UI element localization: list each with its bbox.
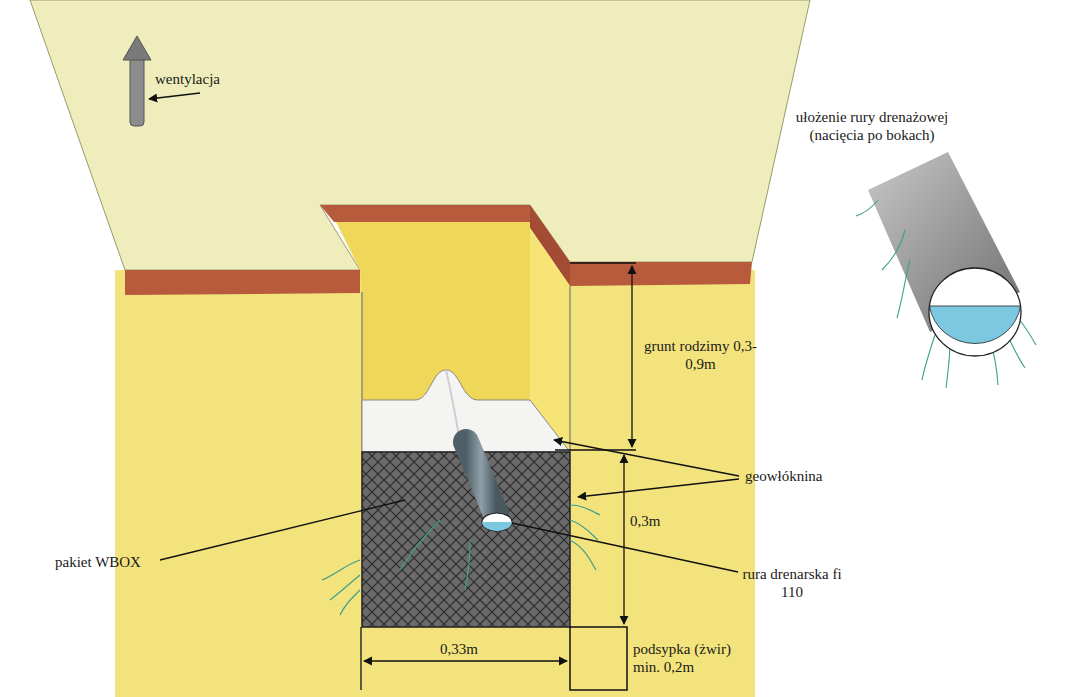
depth-dimension: grunt rodzimy 0,3-0,9m [638,337,763,373]
vent-label: wentylacja [155,70,220,88]
inset-caption: ułożenie rury drenażowej (nacięcia po bo… [772,108,972,144]
pipe-label: rura drenarska fi 110 [742,565,842,601]
geotextile-label: geowłóknina [745,467,822,485]
height-dimension: 0,3m [630,512,660,530]
width-dimension: 0,33m [440,640,478,658]
package-label: pakiet WBOX [55,553,141,571]
gravel-dimension: podsypka (żwir) min. 0,2m [633,640,745,676]
